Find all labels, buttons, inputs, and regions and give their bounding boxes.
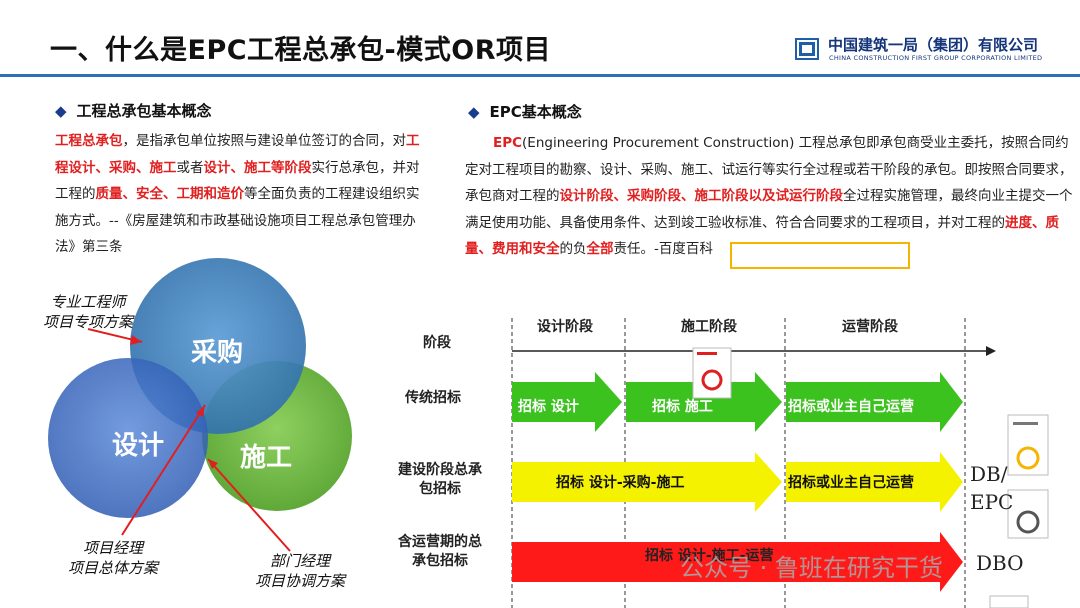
segment-text: 招标或业主自己运营 — [788, 396, 914, 416]
header-divider — [0, 74, 1080, 77]
segment-text: 招标 设计 — [518, 396, 579, 416]
note-department-manager: 部门经理 项目协调方案 — [225, 551, 375, 591]
company-name-cn: 中国建筑一局（集团）有限公司 — [828, 34, 1038, 55]
page-title: 一、什么是EPC工程总承包-模式OR项目 — [50, 28, 551, 67]
side-label-epc: EPC — [970, 490, 1013, 514]
phase-construct: 施工阶段 — [681, 316, 737, 336]
para-highlight: 全部 — [587, 241, 614, 257]
venn-label-purchase: 采购 — [191, 332, 243, 369]
document-icon — [1008, 490, 1048, 538]
para-highlight: 质量、安全、工期和造价 — [96, 186, 245, 202]
row-label-traditional: 传统招标 — [405, 389, 461, 408]
left-heading-text: 工程总承包基本概念 — [77, 102, 212, 120]
diamond-bullet-icon: ◆ — [55, 102, 67, 120]
diamond-bullet-icon: ◆ — [468, 103, 480, 121]
company-logo-icon — [795, 38, 819, 60]
term-epc-general: 工程总承包 — [55, 133, 123, 149]
para-highlight: 设计、施工等阶段 — [204, 160, 312, 176]
para-text: 或者 — [177, 160, 204, 176]
segment-text: 招标 施工 — [652, 396, 713, 416]
phase-design: 设计阶段 — [537, 316, 593, 336]
watermark: 公众号 · 鲁班在研究干货 — [680, 548, 943, 583]
left-paragraph: 工程总承包，是指承包单位按照与建设单位签订的合同，对工程设计、采购、施工或者设计… — [55, 128, 428, 261]
document-icon — [1008, 415, 1048, 475]
para-text: 的负 — [560, 241, 587, 257]
highlight-box — [730, 242, 910, 269]
row-label-epc: 建设阶段总承 包招标 — [398, 461, 482, 499]
document-icon — [693, 348, 731, 398]
document-icon — [990, 596, 1028, 608]
company-name-en: CHINA CONSTRUCTION FIRST GROUP CORPORATI… — [829, 54, 1042, 62]
side-label-dbo: DBO — [976, 551, 1024, 575]
row-label-dbo: 含运营期的总 承包招标 — [398, 533, 482, 571]
term-epc: EPC — [493, 135, 522, 151]
timeline-arrow-icon — [986, 346, 996, 356]
right-heading-text: EPC基本概念 — [490, 103, 582, 121]
venn-label-design: 设计 — [112, 425, 164, 462]
phase-operate: 运营阶段 — [842, 316, 898, 336]
segment-text: 招标或业主自己运营 — [788, 472, 914, 492]
stage-label: 阶段 — [423, 334, 451, 353]
para-text: 责任。-百度百科 — [614, 241, 713, 257]
segment-text: 招标 设计-采购-施工 — [556, 472, 685, 492]
venn-label-construct: 施工 — [240, 437, 292, 474]
note-project-manager: 项目经理 项目总体方案 — [48, 538, 178, 578]
para-highlight: 设计阶段、采购阶段、施工阶段以及试运行阶段 — [560, 188, 844, 204]
note-engineer: 专业工程师 项目专项方案 — [18, 292, 158, 332]
left-section-heading: ◆ 工程总承包基本概念 — [55, 100, 212, 121]
side-label-db: DB/ — [970, 462, 1007, 486]
right-section-heading: ◆ EPC基本概念 — [468, 101, 582, 122]
para-text: ，是指承包单位按照与建设单位签订的合同，对 — [123, 133, 407, 149]
